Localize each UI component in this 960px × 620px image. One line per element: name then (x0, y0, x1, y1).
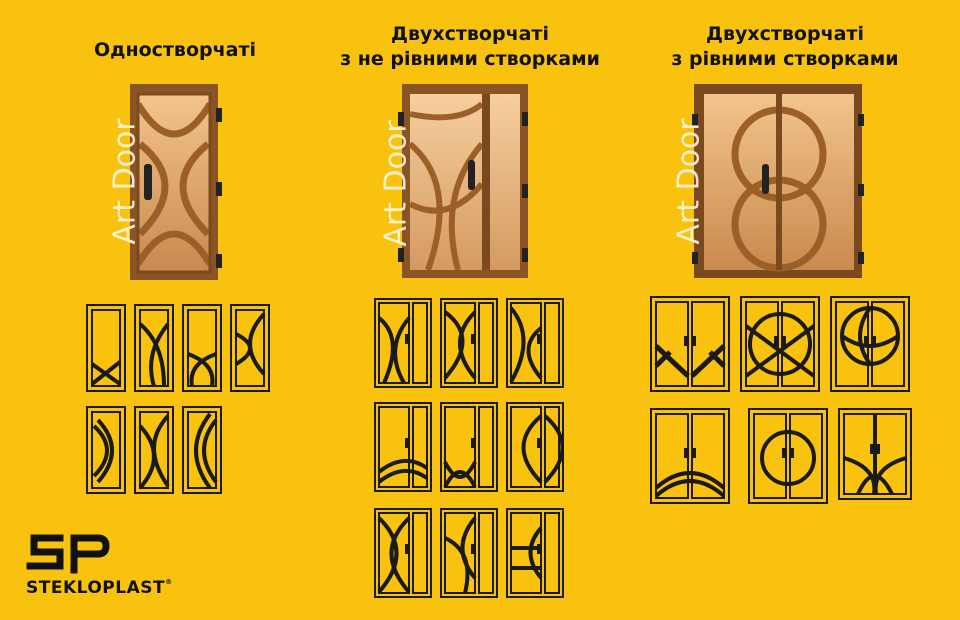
sketch-double-unequal-9 (506, 508, 564, 598)
heading-line: Двухстворчаті (706, 23, 864, 45)
heading-line: з не рівними створками (340, 48, 600, 70)
sketch-double-unequal-1 (374, 298, 432, 388)
heading-double-equal: Двухстворчаті з рівними створками (650, 22, 920, 72)
sketch-double-unequal-2 (440, 298, 498, 388)
brand-name: STEKLOPLAST® (26, 578, 173, 598)
heading-single-leaf: Одностворчаті (70, 38, 280, 63)
brand-logo-icon (26, 534, 110, 574)
sketch-double-unequal-6 (506, 402, 564, 492)
door-photo-single (130, 84, 222, 280)
door-photo-double-equal (692, 84, 864, 278)
sketch-double-unequal-3 (506, 298, 564, 388)
sketch-double-equal-3 (830, 296, 910, 392)
heading-line: з рівними створками (671, 48, 899, 70)
watermark-art-door: Art Door (107, 118, 143, 245)
sketch-double-equal-2 (740, 296, 820, 392)
sketch-double-equal-4 (650, 408, 730, 504)
sketch-single-1 (86, 304, 126, 392)
heading-line: Одностворчаті (93, 39, 257, 61)
heading-line: Двухстворчаті (391, 23, 549, 45)
watermark-art-door: Art Door (378, 120, 414, 247)
sketch-single-3 (182, 304, 222, 392)
registered-mark: ® (165, 578, 173, 586)
sketch-double-unequal-8 (440, 508, 498, 598)
heading-double-unequal: Двухстворчаті з не рівними створками (320, 22, 620, 72)
sketch-double-equal-5 (748, 408, 828, 504)
sketch-single-6 (134, 406, 174, 494)
sketch-single-2 (134, 304, 174, 392)
door-photo-double-unequal (398, 84, 528, 278)
sketch-double-unequal-5 (440, 402, 498, 492)
sketch-double-equal-1 (650, 296, 730, 392)
sketch-double-unequal-7 (374, 508, 432, 598)
brand-name-text: STEKLOPLAST (26, 578, 166, 598)
sketch-single-7 (182, 406, 222, 494)
sketch-single-4 (230, 304, 270, 392)
sketch-double-unequal-4 (374, 402, 432, 492)
sketch-double-equal-6 (838, 408, 912, 500)
sketch-single-5 (86, 406, 126, 494)
watermark-art-door: Art Door (671, 118, 707, 245)
